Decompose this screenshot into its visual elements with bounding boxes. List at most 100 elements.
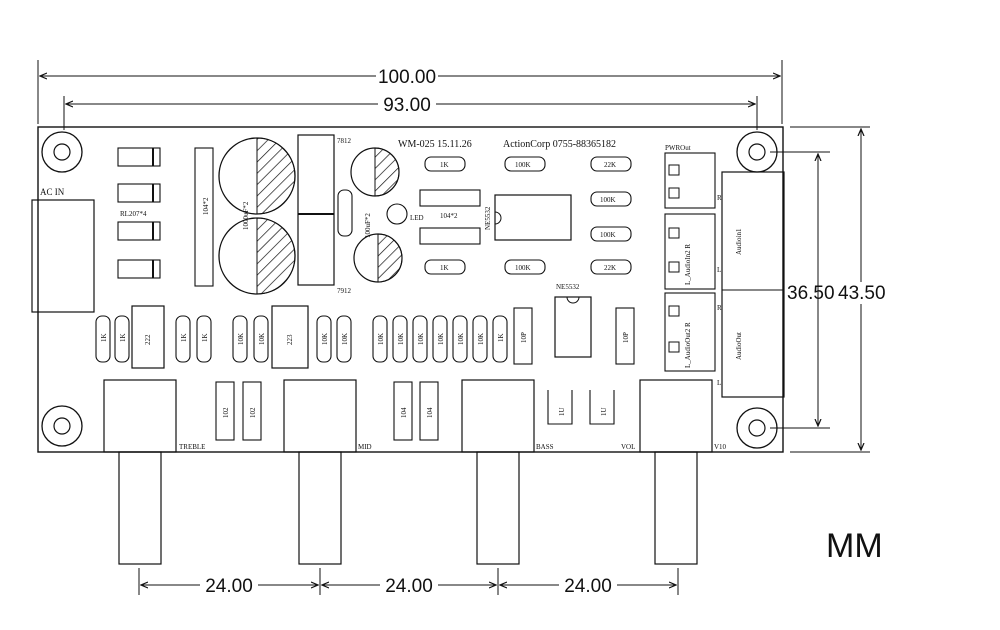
v10-label: V10 (714, 443, 727, 451)
resistor-label: 100K (515, 161, 531, 169)
resistor-label: 10K (457, 333, 465, 345)
resistor-label: 100K (600, 196, 616, 204)
resistor-label: 10K (258, 333, 266, 345)
resistor-label: 10K (377, 333, 385, 345)
dimension-hole-spacing-y: 36.50 (770, 151, 835, 429)
capacitor-label: 102 (249, 407, 257, 418)
capacitor-label: 222 (144, 334, 152, 345)
resistors-left-group: 1K 1K 222 1K 1K (95, 305, 212, 369)
opamp-ic-lower: NE5532 (554, 283, 592, 358)
rectifier-label: RL207*4 (120, 210, 147, 218)
film-capacitor-left-label: 104*2 (202, 197, 210, 215)
main-filter-capacitors: 1000uF*2 (218, 137, 296, 295)
channel-mark: R (717, 194, 722, 202)
opamp-upper-label: NE5532 (484, 206, 492, 230)
power-out-connector: PWROut (664, 144, 716, 209)
resistor-label: 10K (477, 333, 485, 345)
volume-knob-shaft[interactable] (654, 451, 698, 565)
secondary-capacitor-label: 100uF*2 (364, 213, 372, 238)
mid-label: MID (358, 443, 372, 451)
channel-mark: L (717, 379, 721, 387)
resistor-near-regulator (337, 189, 353, 237)
resistor-label: 10K (437, 333, 445, 345)
mounting-hole-top-left (41, 131, 83, 173)
capacitor-label: 223 (286, 334, 294, 345)
resistor-label: 22K (604, 161, 616, 169)
power-out-label: PWROut (665, 144, 691, 152)
overall-height-label: 43.50 (838, 283, 886, 304)
main-capacitor-label: 1000uF*2 (242, 201, 250, 230)
audio-in2-label: L_AudioIn2 R (684, 244, 692, 285)
capacitor-label: 10P (622, 332, 630, 343)
ac-in-label: AC IN (40, 187, 65, 197)
film-capacitor-mid-bottom (419, 227, 481, 245)
regulator-bottom-label: 7912 (337, 287, 352, 295)
resistor-label: 10K (237, 333, 245, 345)
dimension-pot-spacing: 24.00 24.00 24.00 (138, 568, 679, 597)
resistors-right-group: 10K 10K 10K 10K 10K 10K 1K 10P 10P (372, 307, 635, 365)
resistor-label: 100K (600, 231, 616, 239)
pot-spacing-label-2: 24.00 (385, 576, 433, 597)
resistor-label: 10K (397, 333, 405, 345)
dimension-overall-height: 43.50 (790, 126, 888, 453)
rectifier-diodes: RL207*4 (117, 147, 161, 279)
channel-mark: R (717, 304, 722, 312)
board-maker-label: ActionCorp 0755-88365182 (503, 139, 616, 150)
resistor-label: 100K (515, 264, 531, 272)
treble-knob-shaft[interactable] (118, 451, 162, 565)
resistor-label: 1K (497, 333, 505, 342)
top-resistors: 1K 100K 22K 100K 100K 1K 100K 22K (424, 156, 632, 275)
film-capacitor-mid-top (419, 189, 481, 207)
hole-spacing-x-label: 93.00 (383, 95, 431, 116)
ac-input-connector: AC IN (31, 187, 95, 313)
audio-in-label: Audioin1 (735, 228, 743, 255)
audio-out2-label: L_AudioOut2 R (684, 322, 692, 368)
resistor-label: 1K (100, 333, 108, 342)
audio-out2-connector: L_AudioOut2 R (664, 292, 716, 372)
film-capacitor-left (194, 147, 214, 287)
resistor-label: 10K (341, 333, 349, 345)
mid-knob-shaft[interactable] (298, 451, 342, 565)
resistor-label: 10K (321, 333, 329, 345)
resistors-mid-group: 10K 10K 223 10K 10K (232, 305, 352, 369)
opamp-lower-label: NE5532 (556, 283, 580, 291)
resistor-label: 1K (180, 333, 188, 342)
resistor-label: 1K (440, 264, 449, 272)
resistor-label: 1K (440, 161, 449, 169)
potentiometers: TREBLE MID BASS VOL V10 (103, 379, 727, 565)
capacitor-label: 10P (520, 332, 528, 343)
channel-mark: L (717, 266, 721, 274)
capacitor-label: 102 (222, 407, 230, 418)
bass-knob-shaft[interactable] (476, 451, 520, 565)
board-model-label: WM-025 15.11.26 (398, 139, 472, 150)
bass-label: BASS (536, 443, 554, 451)
rca-jack-block: Audioin1 AudioOut R L R L (717, 171, 785, 398)
film-capacitor-mid-label: 104*2 (440, 212, 458, 220)
unit-label: MM (826, 527, 883, 565)
pot-spacing-label-3: 24.00 (564, 576, 612, 597)
secondary-capacitors: 100uF*2 (350, 147, 403, 283)
capacitor-label: 104 (426, 407, 434, 418)
resistor-label: 1K (201, 333, 209, 342)
mounting-hole-bottom-left (41, 405, 83, 447)
overall-width-label: 100.00 (378, 67, 436, 88)
led (386, 203, 408, 225)
treble-label: TREBLE (179, 443, 205, 451)
audio-out-label: AudioOut (735, 332, 743, 360)
audio-in2-connector: L_AudioIn2 R (664, 213, 716, 290)
led-label: LED (410, 214, 424, 222)
regulator-top-label: 7812 (337, 137, 352, 145)
capacitor-label: 1U (558, 407, 566, 416)
pot-spacing-label-1: 24.00 (205, 576, 253, 597)
volume-label: VOL (621, 443, 635, 451)
voltage-regulators: 7812 7912 (297, 134, 352, 295)
opamp-ic-upper: NE5532 (484, 194, 572, 241)
resistor-label: 1K (119, 333, 127, 342)
dimension-hole-spacing-x: 93.00 (63, 93, 758, 130)
capacitor-label: 104 (400, 407, 408, 418)
resistor-label: 10K (417, 333, 425, 345)
capacitor-label: 1U (600, 407, 608, 416)
coupling-capacitors: 102 102 104 104 1U 1U (215, 381, 615, 441)
dimension-overall-width: 100.00 (37, 60, 783, 124)
